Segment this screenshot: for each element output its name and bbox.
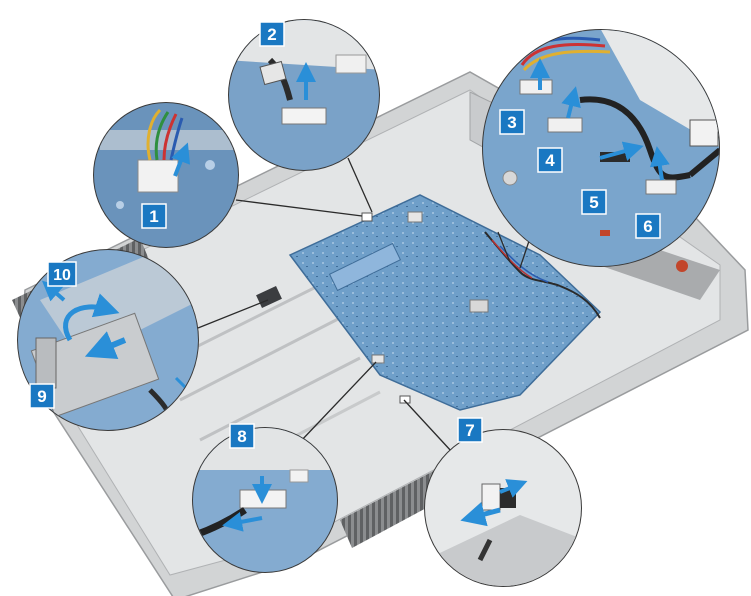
callout-badge-9: 9 [29, 383, 55, 409]
connector-3 [519, 79, 553, 95]
connector-4 [547, 117, 583, 133]
callout-label-9: 9 [37, 387, 46, 406]
lift-arrow-6 [649, 146, 670, 181]
callout-label-7: 7 [465, 421, 474, 440]
callout-label-3: 3 [507, 113, 516, 132]
lift-arrow-7 [499, 479, 528, 498]
connector-2 [281, 107, 327, 125]
rotate-arrow-9 [63, 293, 120, 342]
callout-badge-8: 8 [229, 423, 255, 449]
connector-5 [600, 152, 630, 162]
connector-7 [481, 483, 501, 511]
callout-label-1: 1 [149, 207, 158, 226]
connector-1 [137, 159, 179, 193]
connector-6 [645, 179, 677, 195]
callout-label-2: 2 [267, 25, 276, 44]
system-board [288, 194, 602, 411]
callout-badge-3: 3 [499, 109, 525, 135]
board-connector-7 [399, 395, 411, 404]
callout-badge-2: 2 [259, 21, 285, 47]
callout-badge-4: 4 [537, 147, 563, 173]
lift-arrow-1 [171, 142, 191, 177]
callout-label-10: 10 [53, 267, 71, 284]
pull-arrow-7 [460, 502, 501, 527]
lift-arrow-4 [561, 86, 581, 119]
slide-arrow-5 [599, 141, 644, 161]
board-connector-a [407, 211, 423, 223]
board-connector-2 [361, 212, 373, 222]
slide-arrow-9 [84, 331, 127, 359]
board-connector-8 [371, 354, 385, 364]
speaker-connector [676, 260, 688, 272]
callout-label-8: 8 [237, 427, 246, 446]
callout-label-4: 4 [545, 151, 555, 170]
callout-label-6: 6 [643, 217, 652, 236]
m2-slot [328, 242, 402, 292]
callout-badge-6: 6 [635, 213, 661, 239]
zoom-callout-3-6 [482, 29, 720, 267]
board-chip [469, 299, 489, 313]
callout-badge-5: 5 [581, 189, 607, 215]
leader-lines [197, 157, 531, 453]
zoom-callout-7 [424, 429, 582, 587]
callout-badge-1: 1 [141, 203, 167, 229]
pull-arrow-8 [222, 511, 263, 532]
callout-badge-10: 10 [47, 261, 77, 287]
zoom-callout-9-10 [17, 249, 199, 431]
callout-badge-7: 7 [457, 417, 483, 443]
pull-arrow-10 [41, 280, 66, 302]
callout-label-5: 5 [589, 193, 598, 212]
zoom-callout-1 [93, 102, 239, 248]
